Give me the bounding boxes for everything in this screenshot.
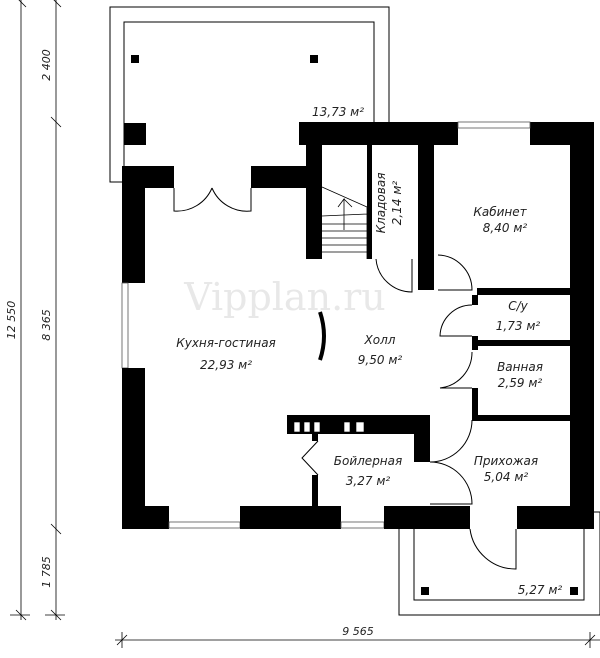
exterior-walls (121, 121, 594, 529)
door-wc[interactable] (439, 304, 473, 337)
door-pantry[interactable] (375, 258, 413, 293)
window (121, 282, 129, 369)
door-office[interactable] (437, 254, 473, 291)
dim-terrace-top: 2 400 (40, 49, 53, 81)
window (457, 121, 531, 129)
door-boiler[interactable] (429, 461, 473, 505)
dimension-lines (10, 0, 600, 648)
office-name: Кабинет (473, 205, 527, 219)
kitchen-living-name: Кухня-гостиная (176, 336, 276, 350)
bathroom-area: 2,59 м² (498, 376, 543, 390)
pantry-name: Кладовая (374, 173, 388, 234)
boiler-name: Бойлерная (334, 454, 402, 468)
dim-total-width: 9 565 (342, 625, 374, 638)
bottom-terrace (398, 511, 600, 616)
wc-area: 1,73 м² (496, 319, 541, 333)
doors (173, 187, 517, 570)
interior-walls (287, 145, 570, 506)
dim-total-height: 12 550 (5, 301, 18, 340)
top-terrace (109, 6, 390, 183)
pantry-area: 2,14 м² (390, 181, 404, 226)
door-entrance[interactable] (469, 528, 517, 570)
hall-area: 9,50 м² (358, 353, 403, 367)
terrace-post (421, 587, 429, 595)
door-terrace-left[interactable] (173, 187, 213, 212)
partition-arc (318, 311, 326, 361)
boiler-area: 3,27 м² (346, 474, 391, 488)
entrance-area: 5,04 м² (484, 470, 529, 484)
door-terrace-right[interactable] (211, 187, 252, 212)
terrace-bottom-area: 5,27 м² (518, 583, 563, 597)
door-boiler-side[interactable] (301, 440, 319, 476)
window (168, 521, 241, 529)
terrace-post (131, 55, 139, 63)
terrace-top-area: 13,73 м² (312, 105, 364, 119)
dim-terrace-bottom: 1 785 (40, 556, 53, 588)
watermark: Vipplan.ru (183, 275, 386, 319)
terrace-post (310, 55, 318, 63)
bathroom-name: Ванная (497, 360, 543, 374)
window (340, 521, 385, 529)
staircase (321, 186, 368, 259)
door-hall[interactable] (429, 419, 473, 463)
door-bathroom[interactable] (439, 351, 473, 389)
wc-name: С/у (508, 299, 528, 313)
entrance-name: Прихожая (474, 454, 538, 468)
hall-name: Холл (364, 333, 396, 347)
dim-house-depth: 8 365 (40, 309, 53, 341)
office-area: 8,40 м² (483, 221, 528, 235)
kitchen-living-area: 22,93 м² (200, 358, 252, 372)
terrace-post (570, 587, 578, 595)
column (124, 123, 146, 145)
